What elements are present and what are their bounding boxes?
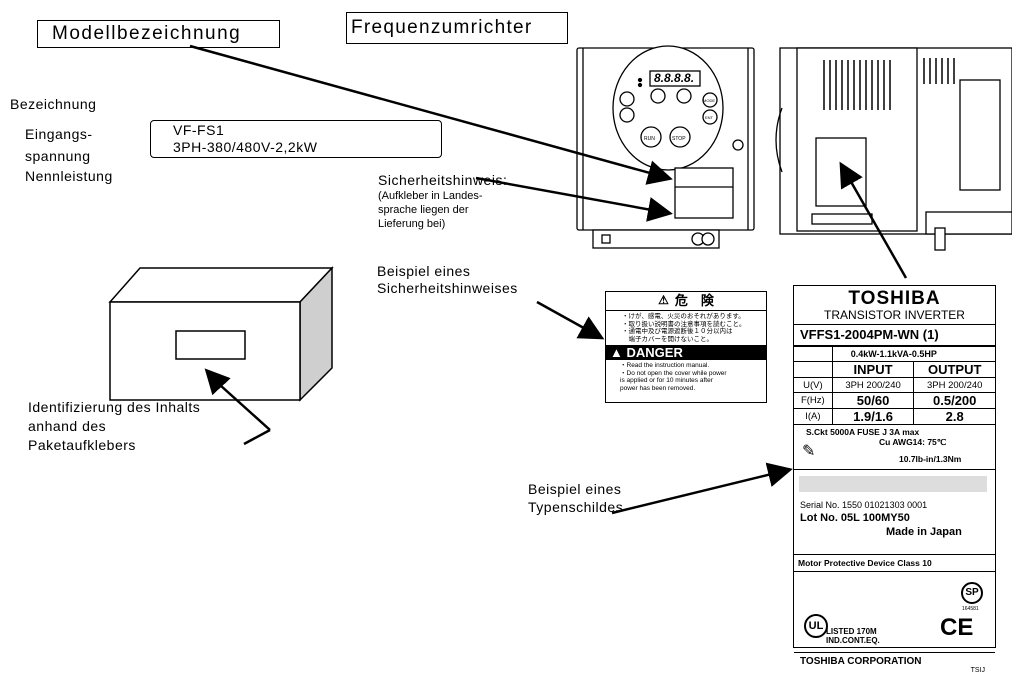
ul-ind-cont: IND.CONT.EQ.	[826, 636, 880, 645]
safety-note-line-3: Lieferung bei)	[378, 218, 446, 230]
stop-key-label: STOP	[672, 136, 686, 142]
model-code-line-2: 3PH-380/480V-2,2kW	[173, 139, 318, 155]
warning-jp-title: ⚠ 危 険	[606, 292, 766, 311]
arrow-safety-to-inverter	[475, 176, 673, 222]
ul-listed: LISTED 170M	[826, 627, 877, 636]
nameplate: TOSHIBA TRANSISTOR INVERTER VFFS1-2004PM…	[793, 285, 996, 674]
inverter-front-text: 8.8.8.8. RUN STOP MODE ENT	[644, 71, 715, 142]
barcode-area	[799, 476, 987, 492]
package-box	[108, 266, 334, 402]
diagram-drawing: 8.8.8.8. RUN STOP MODE ENT	[108, 44, 1012, 515]
nameplate-made-in: Made in Japan	[886, 526, 962, 538]
nameplate-fuse-section: S.Ckt 5000A FUSE J 3A max Cu AWG14: 75℃ …	[794, 425, 995, 470]
danger-triangle-icon: ▲	[610, 345, 623, 360]
csa-number: 164581	[962, 606, 979, 612]
table-row: I(A) 1.9/1.6 2.8	[794, 408, 995, 425]
nameplate-lot: Lot No. 05L 100MY50	[800, 512, 910, 524]
warning-jp-text: ・けが、感電、火災のおそれがあります。 ・取り扱い説明書の注意事項を読むこと。 …	[622, 313, 746, 343]
warning-en-text: ・Read the instruction manual. ・Do not op…	[620, 362, 727, 392]
run-key-label: RUN	[644, 136, 655, 142]
nameplate-sckt: S.Ckt 5000A FUSE J 3A max	[806, 427, 920, 437]
nameplate-corporation: TOSHIBA CORPORATION	[800, 656, 922, 667]
nameplate-subtitle: TRANSISTOR INVERTER	[794, 309, 995, 325]
model-code-box: VF-FS1 3PH-380/480V-2,2kW	[150, 120, 442, 158]
safety-note-line-1: (Aufkleber in Landes-	[378, 190, 483, 202]
example-plate-label-1: Beispiel eines	[528, 481, 622, 497]
inverter-title: Frequenzumrichter	[351, 17, 533, 38]
display-digits: 8.8.8.8.	[654, 71, 694, 85]
model-code-line-1: VF-FS1	[173, 122, 225, 138]
arrow-to-warning-label	[536, 300, 605, 340]
package-label-2: anhand des	[28, 418, 107, 434]
col-input: INPUT	[831, 361, 915, 378]
table-row: F(Hz) 50/60 0.5/200	[794, 392, 995, 409]
input-voltage-label-2: spannung	[25, 148, 91, 164]
nameplate-brand: TOSHIBA	[848, 288, 941, 309]
arrows	[189, 44, 908, 515]
arrow-plate-to-inverter	[839, 161, 908, 279]
nameplate-serial: Serial No. 1550 01021303 0001	[800, 500, 928, 510]
danger-banner: ▲ DANGER	[606, 345, 766, 360]
package-label-1: Identifizierung des Inhalts	[28, 399, 201, 415]
safety-note-title: Sicherheitshinweis:	[378, 172, 508, 188]
inverter-title-box: Frequenzumrichter	[346, 12, 568, 44]
rated-power-label: Nennleistung	[25, 168, 113, 184]
input-voltage-label-1: Eingangs-	[25, 126, 93, 142]
safety-note-line-2: sprache liegen der	[378, 204, 469, 216]
arrow-model-to-label	[189, 44, 673, 185]
ent-key-label: ENT	[705, 115, 714, 120]
col-output: OUTPUT	[913, 361, 995, 378]
ce-mark-icon: CE	[940, 614, 974, 641]
example-safety-label-1: Beispiel eines	[377, 263, 471, 279]
nameplate-motor-class: Motor Protective Device Class 10	[794, 555, 995, 572]
arrow-to-nameplate	[611, 462, 793, 515]
nameplate-power: 0.4kW-1.1kVA-0.5HP	[831, 346, 995, 362]
nameplate-ratings: 0.4kW-1.1kVA-0.5HP INPUT OUTPUT U(V) 3PH…	[794, 346, 995, 425]
warning-triangle-icon: ⚠	[658, 293, 669, 308]
warning-label: ⚠ 危 険 ・けが、感電、火災のおそれがあります。 ・取り扱い説明書の注意事項を…	[605, 291, 767, 403]
inverter-side	[775, 47, 1012, 251]
designation-label: Bezeichnung	[10, 96, 97, 112]
ul-logo-icon: UL	[804, 614, 828, 638]
nameplate-cu: Cu AWG14: 75℃	[879, 437, 947, 447]
side-vents	[823, 58, 955, 110]
model-designation-title-box: Modellbezeichnung	[37, 20, 280, 48]
table-row: U(V) 3PH 200/240 3PH 200/240	[794, 377, 995, 393]
nameplate-cert-section: SP 164581 UL LISTED 170M IND.CONT.EQ. CE	[794, 572, 995, 653]
nameplate-barcode-section: Serial No. 1550 01021303 0001 Lot No. 05…	[794, 470, 995, 555]
nameplate-torque: 10.7lb-in/1.3Nm	[899, 454, 962, 464]
mode-key-label: MODE	[703, 98, 715, 103]
example-safety-label-2: Sicherheitshinweises	[377, 280, 518, 296]
screwdriver-icon: ✎	[802, 443, 816, 460]
arrow-to-package	[204, 368, 271, 431]
model-designation-title: Modellbezeichnung	[52, 23, 242, 44]
example-plate-label-2: Typenschildes	[528, 499, 624, 515]
nameplate-model: VFFS1-2004PM-WN (1)	[794, 325, 995, 346]
package-label-3: Paketaufklebers	[28, 437, 136, 453]
inverter-front	[576, 45, 755, 249]
csa-logo-icon: SP	[961, 582, 983, 604]
nameplate-tsij: TSIJ	[970, 667, 985, 674]
